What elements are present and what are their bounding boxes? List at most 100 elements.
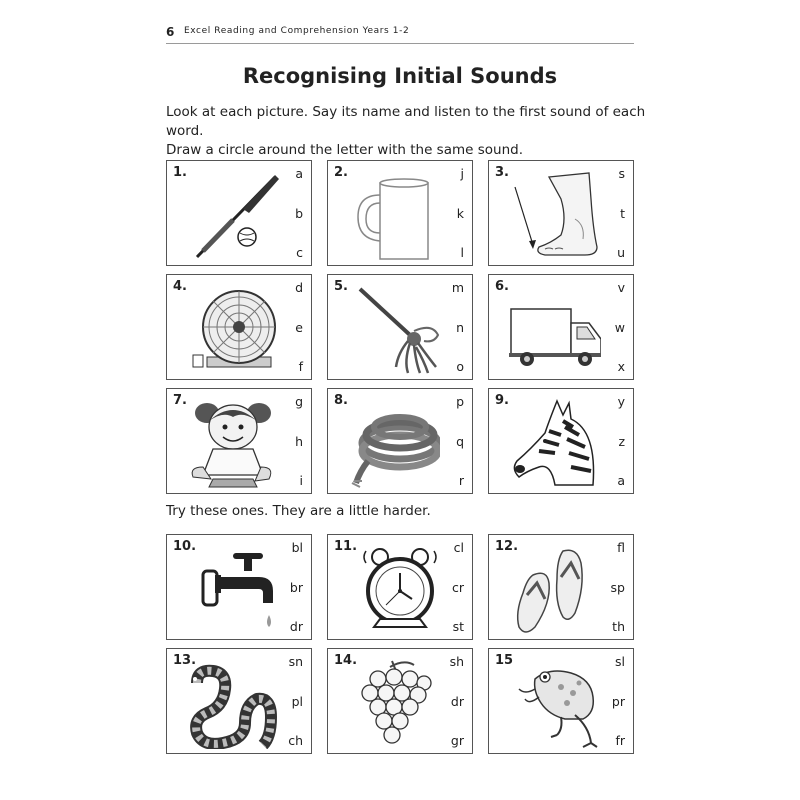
rope-icon (351, 414, 440, 488)
letter-option[interactable]: h (295, 433, 303, 449)
card-number: 11. (334, 539, 358, 554)
page-header: 6 Excel Reading and Comprehension Years … (166, 25, 634, 44)
instructions: Look at each picture. Say its name and l… (166, 103, 646, 160)
letter-options: s t u (597, 166, 625, 260)
card-number: 3. (495, 165, 509, 180)
card-15: 15 sl pr fr (488, 648, 634, 754)
letter-option[interactable]: r (458, 473, 464, 488)
card-number: 14. (334, 653, 358, 668)
letter-option[interactable]: dr (289, 619, 303, 634)
letter-option[interactable]: c (296, 245, 303, 260)
instruction-line: Draw a circle around the letter with the… (166, 142, 524, 158)
letter-option[interactable]: f (298, 359, 303, 374)
letter-option[interactable]: st (452, 619, 464, 634)
letter-option[interactable]: pr (611, 693, 625, 709)
letter-option[interactable]: p (456, 394, 464, 409)
letter-option[interactable]: th (612, 619, 625, 634)
letter-option[interactable]: j (460, 166, 464, 181)
letter-options: bl br dr (275, 540, 303, 634)
card-number: 12. (495, 539, 519, 554)
letter-option[interactable]: cl (453, 540, 464, 555)
letter-option[interactable]: dr (450, 693, 464, 709)
letter-options: v w x (597, 280, 625, 374)
letter-option[interactable]: br (289, 579, 303, 595)
letter-option[interactable]: l (460, 245, 464, 260)
letter-option[interactable]: m (451, 280, 464, 295)
letter-options: cl cr st (436, 540, 464, 634)
thongs-icon (516, 549, 583, 633)
letter-option[interactable]: sp (610, 579, 625, 595)
letter-option[interactable]: sh (449, 654, 464, 669)
card-number: 2. (334, 165, 348, 180)
card-number: 1. (173, 165, 187, 180)
baseball-bat-icon (195, 175, 279, 259)
card-11: 11. cl cr st (327, 534, 473, 640)
letter-option[interactable]: w (614, 319, 625, 335)
card-number: 7. (173, 393, 187, 408)
letter-option[interactable]: d (295, 280, 303, 295)
grapes-icon (361, 660, 432, 744)
letter-option[interactable]: a (617, 473, 625, 488)
card-number: 4. (173, 279, 187, 294)
card-9: 9. y z a (488, 388, 634, 494)
letter-option[interactable]: i (299, 473, 303, 488)
letter-options: p q r (436, 394, 464, 488)
card-number: 5. (334, 279, 348, 294)
letter-options: a b c (275, 166, 303, 260)
tap-icon (201, 553, 273, 627)
letter-option[interactable]: ch (288, 733, 303, 748)
card-2: 2. j k l (327, 160, 473, 266)
letter-option[interactable]: cr (451, 579, 464, 595)
letter-option[interactable]: n (456, 319, 464, 335)
letter-option[interactable]: bl (291, 540, 303, 555)
harder-section-heading: Try these ones. They are a little harder… (166, 503, 431, 519)
letter-option[interactable]: fl (617, 540, 625, 555)
letter-option[interactable]: b (295, 205, 303, 221)
card-number: 6. (495, 279, 509, 294)
letter-option[interactable]: pl (291, 693, 303, 709)
letter-options: y z a (597, 394, 625, 488)
letter-option[interactable]: sn (288, 654, 303, 669)
letter-option[interactable]: z (618, 433, 625, 449)
card-14: 14. sh dr gr (327, 648, 473, 754)
letter-option[interactable]: e (295, 319, 303, 335)
letter-option[interactable]: sl (615, 654, 625, 669)
foot-icon (514, 172, 598, 256)
letter-option[interactable]: o (456, 359, 464, 374)
letter-option[interactable]: v (617, 280, 625, 295)
jug-icon (357, 178, 429, 260)
letter-options: g h i (275, 394, 303, 488)
letter-option[interactable]: fr (615, 733, 625, 748)
letter-options: j k l (436, 166, 464, 260)
page-number: 6 (166, 25, 175, 39)
instruction-line: Look at each picture. Say its name and l… (166, 104, 646, 139)
girl-icon (191, 403, 272, 488)
card-10: 10. bl br dr (166, 534, 312, 640)
letter-options: d e f (275, 280, 303, 374)
letter-option[interactable]: y (617, 394, 625, 409)
fan-icon (192, 290, 276, 368)
letter-option[interactable]: s (618, 166, 625, 181)
letter-option[interactable]: a (295, 166, 303, 181)
card-number: 9. (495, 393, 509, 408)
letter-option[interactable]: x (617, 359, 625, 374)
zebra-icon (513, 399, 595, 486)
letter-option[interactable]: u (617, 245, 625, 260)
letter-option[interactable]: q (456, 433, 464, 449)
card-number: 13. (173, 653, 197, 668)
letter-option[interactable]: gr (450, 733, 464, 748)
van-icon (509, 308, 601, 366)
card-13: 13. sn pl ch (166, 648, 312, 754)
card-number: 10. (173, 539, 197, 554)
letter-options: sl pr fr (597, 654, 625, 748)
card-7: 7. g h i (166, 388, 312, 494)
letter-option[interactable]: k (456, 205, 464, 221)
clock-icon (363, 548, 437, 628)
frog-icon (518, 670, 598, 748)
letter-option[interactable]: g (295, 394, 303, 409)
card-number: 8. (334, 393, 348, 408)
letter-option[interactable]: t (620, 205, 625, 221)
card-4: 4. d e f (166, 274, 312, 380)
card-1: 1. a b c (166, 160, 312, 266)
